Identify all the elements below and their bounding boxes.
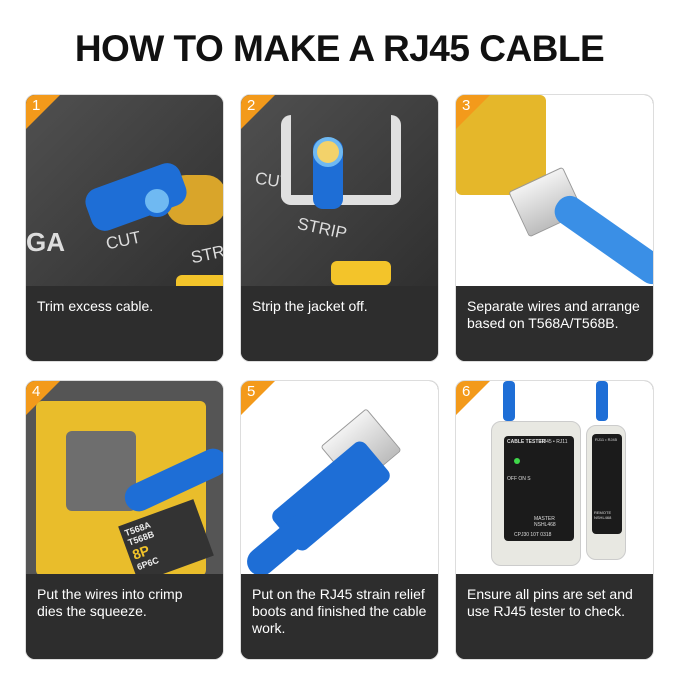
- cable-end: [141, 185, 173, 217]
- label-off-on: OFF ON S: [507, 476, 531, 482]
- blue-cable: [81, 159, 191, 235]
- step-number: 5: [247, 383, 256, 400]
- label-ga: GA: [26, 227, 65, 257]
- step-card-3: 3 Separate wires and arrange based on T5…: [455, 94, 654, 362]
- label-master: MASTER NSHL468: [534, 516, 556, 528]
- step-card-2: CUT STRIP 2 Strip the jacket off.: [240, 94, 439, 362]
- page-title: HOW TO MAKE A RJ45 CABLE: [74, 28, 605, 69]
- step-number: 6: [462, 383, 471, 400]
- step-number: 1: [32, 97, 41, 114]
- label-rj45-rj11: RJ45 • RJ11: [540, 439, 568, 445]
- step-caption: Trim excess cable.: [26, 286, 223, 361]
- step-caption: Ensure all pins are set and use RJ45 tes…: [456, 574, 653, 659]
- step-card-5: 5 Put on the RJ45 strain relief boots an…: [240, 380, 439, 660]
- label-strip: STR: [189, 241, 223, 268]
- step-number: 2: [247, 97, 256, 114]
- step-caption: Separate wires and arrange based on T568…: [456, 286, 653, 361]
- step-caption: Strip the jacket off.: [241, 286, 438, 361]
- step-caption: Put on the RJ45 strain relief boots and …: [241, 574, 438, 659]
- step-image-crimp: T568A T568B 8P 6P6C: [26, 381, 223, 576]
- step-image-trim: GA CUT STR: [26, 95, 223, 288]
- label-strip: STRIP: [295, 214, 349, 244]
- label-cut: CUT: [104, 227, 143, 254]
- step-caption: Put the wires into crimp dies the squeez…: [26, 574, 223, 659]
- step-number: 3: [462, 97, 471, 114]
- step-card-1: GA CUT STR 1 Trim excess cable.: [25, 94, 224, 362]
- label-model: CPJ30 10T 0318: [514, 532, 552, 538]
- label-rj11-rj45: RJ11 • RJ45: [595, 437, 618, 442]
- step-card-4: T568A T568B 8P 6P6C 4 Put the wires into…: [25, 380, 224, 660]
- step-number: 4: [32, 383, 41, 400]
- label-remote: REMOTE NSHL468: [594, 510, 612, 520]
- master-tester: CABLE TESTER RJ45 • RJ11 OFF ON S MASTER…: [491, 421, 581, 566]
- label-cable-tester: CABLE TESTER: [507, 439, 546, 445]
- blue-cable: [549, 190, 653, 288]
- step-card-6: CABLE TESTER RJ45 • RJ11 OFF ON S MASTER…: [455, 380, 654, 660]
- remote-tester: RJ11 • RJ45 REMOTE NSHL468: [586, 425, 626, 560]
- step-image-strip: CUT STRIP: [241, 95, 438, 288]
